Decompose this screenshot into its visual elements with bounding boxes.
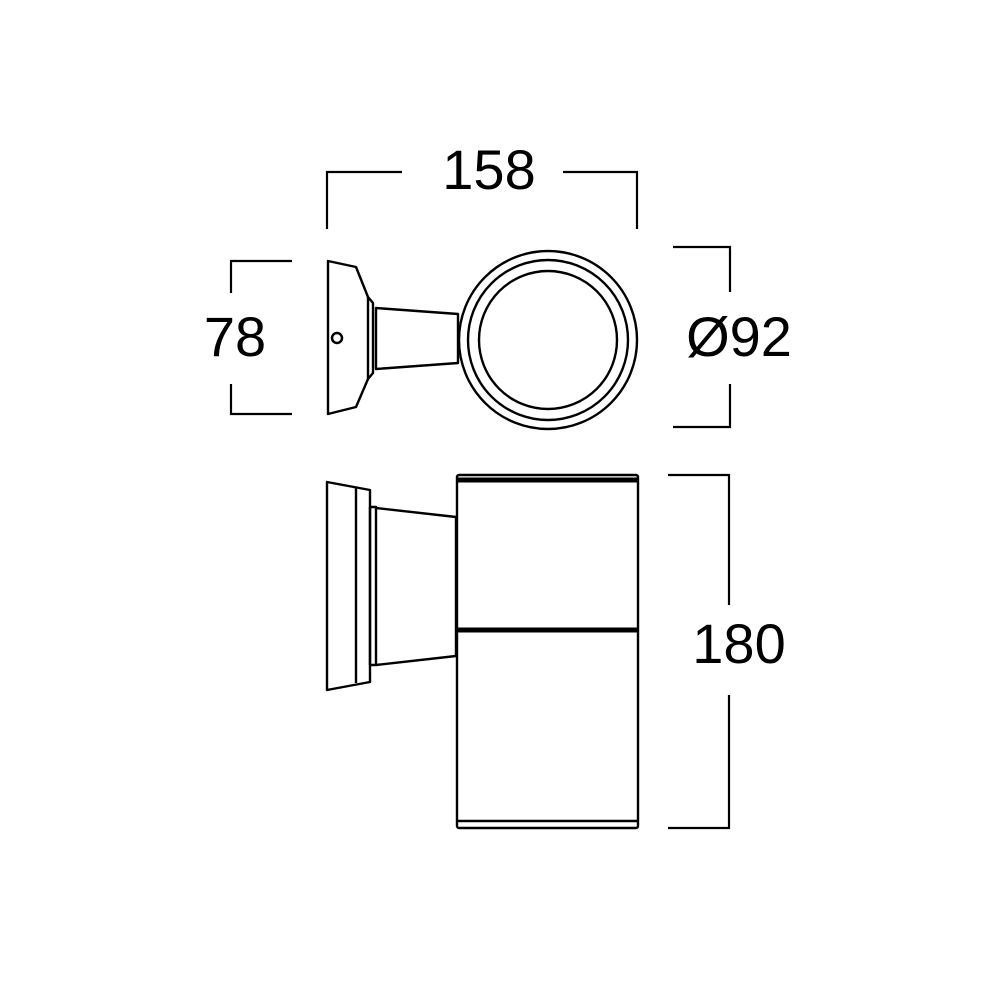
cylinder-body <box>455 473 640 830</box>
label-diameter: Ø92 <box>686 305 792 368</box>
side-view <box>325 473 640 830</box>
dimension-width: 158 <box>325 138 639 229</box>
dimension-height: 180 <box>668 473 786 830</box>
label-height: 180 <box>692 612 785 675</box>
dimension-depth: 78 <box>204 259 292 416</box>
dimension-diameter: Ø92 <box>673 245 792 429</box>
arm-side <box>375 506 458 667</box>
label-width: 158 <box>442 138 535 201</box>
wall-plate-side <box>325 480 372 692</box>
middle-ring <box>466 258 630 422</box>
arm-top <box>374 306 460 371</box>
outer-ring <box>457 249 639 431</box>
label-depth: 78 <box>204 305 266 368</box>
inner-ring <box>477 269 619 411</box>
screw-icon <box>330 331 344 345</box>
top-view <box>326 249 639 431</box>
wall-plate-top <box>326 259 375 416</box>
